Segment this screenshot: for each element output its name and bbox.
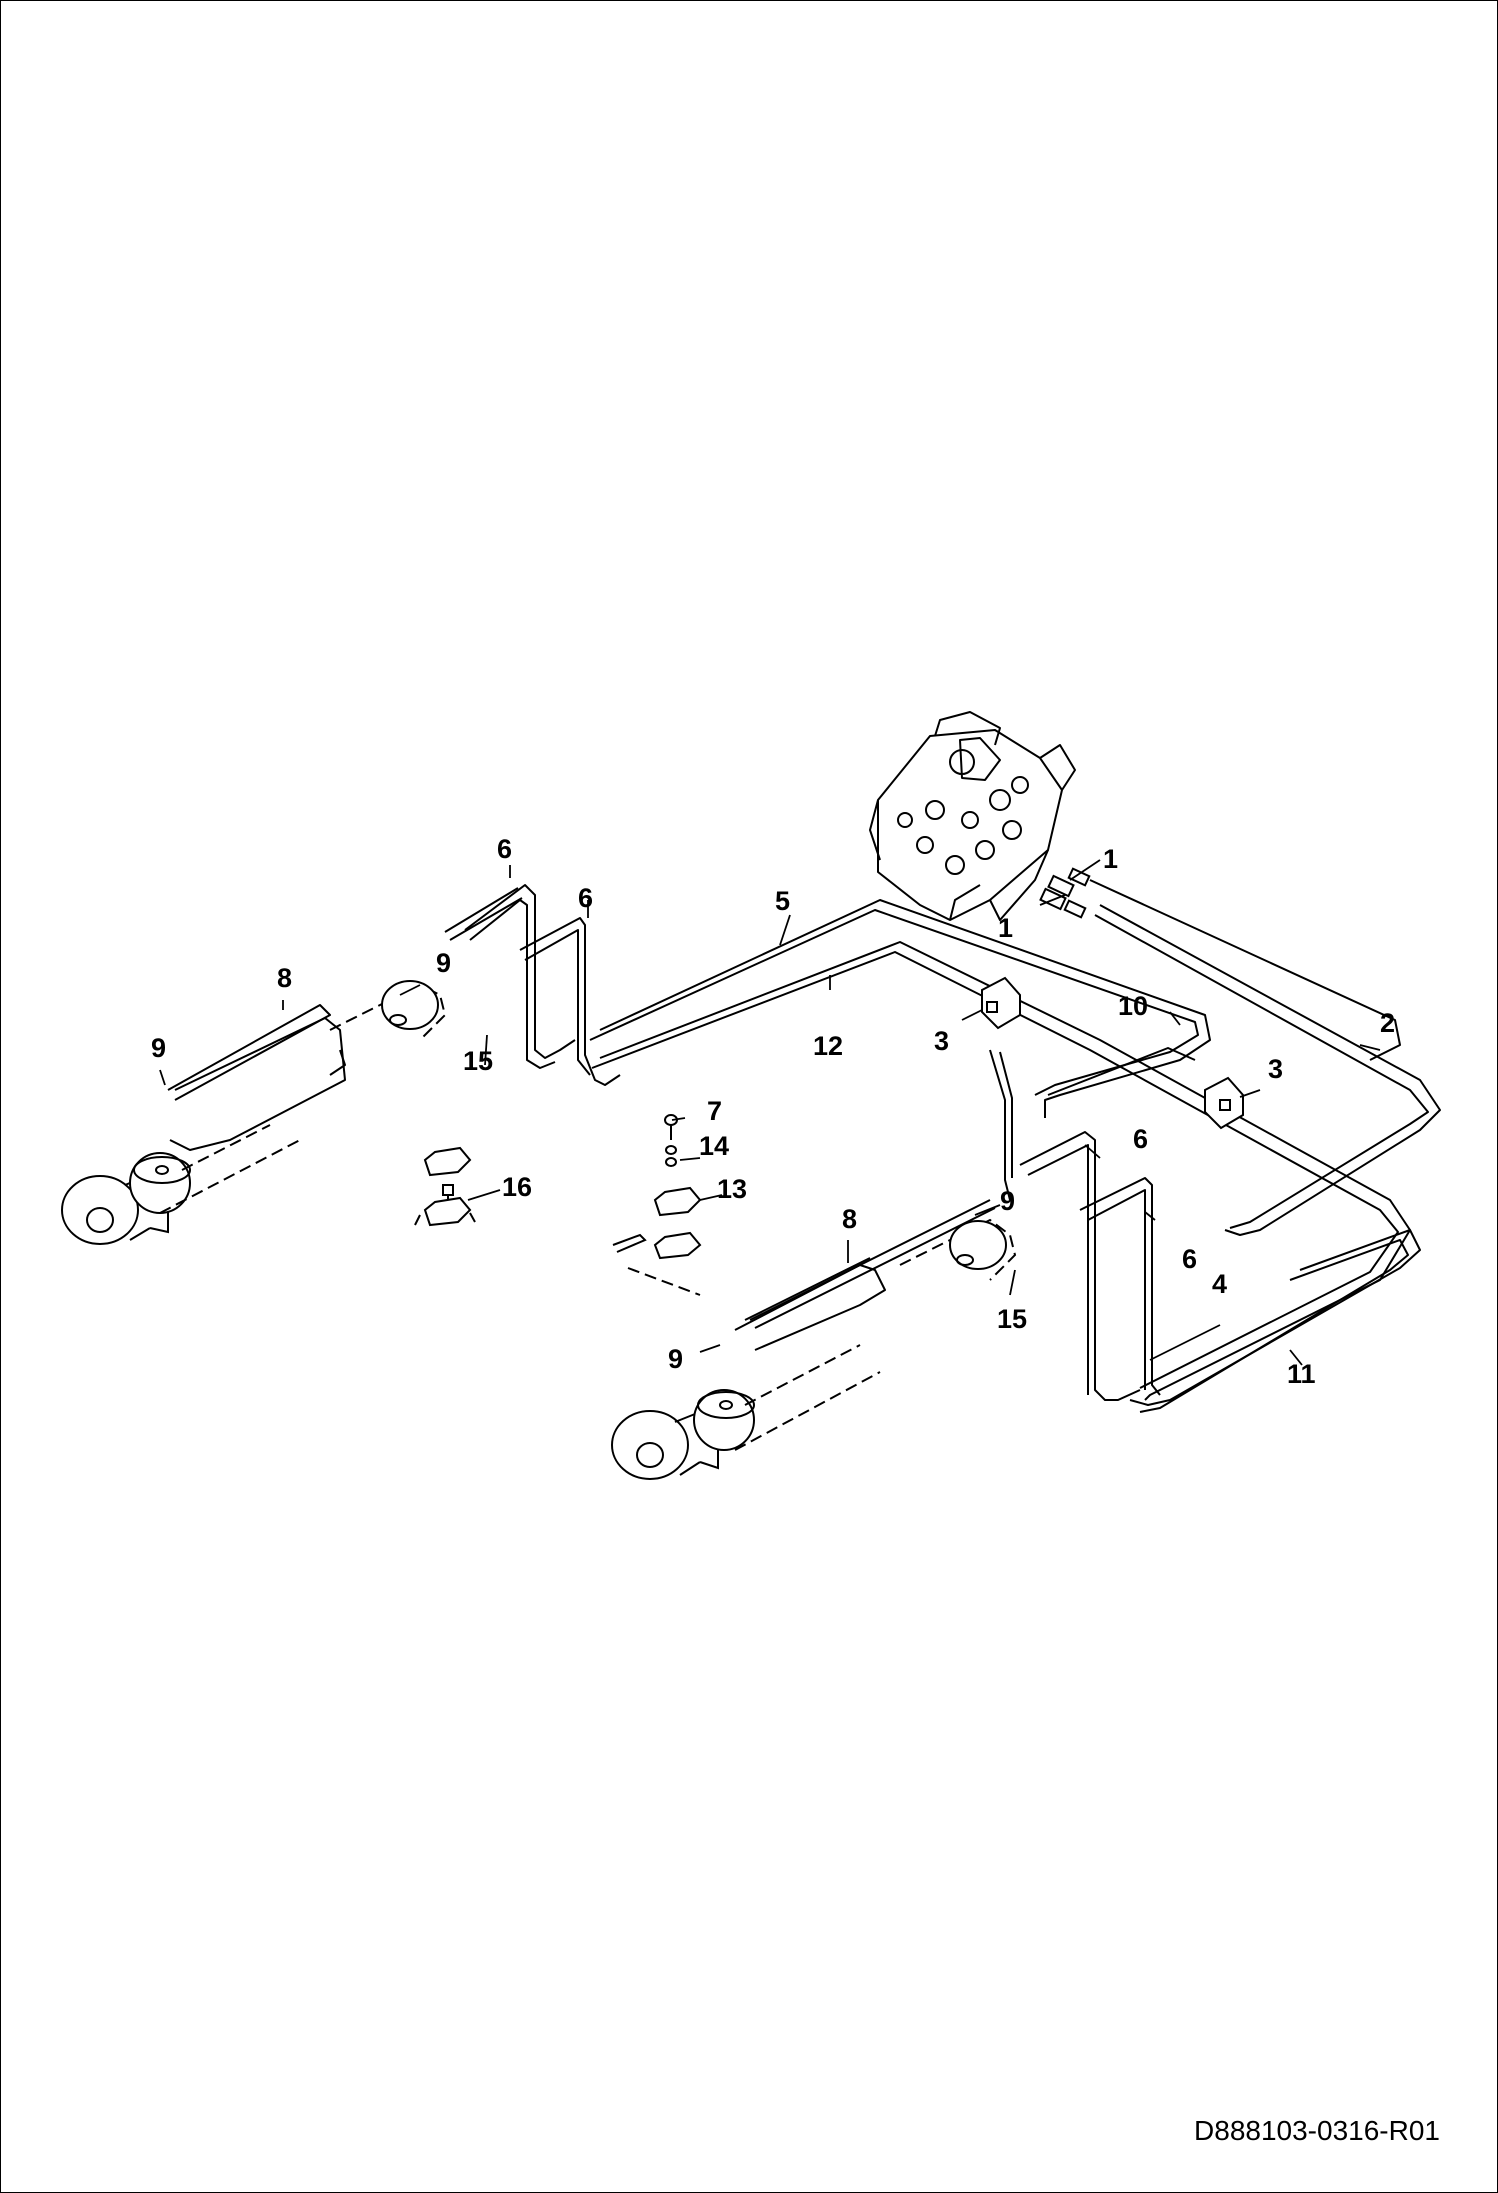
- tee-block-fittings: [981, 976, 1244, 1130]
- callout-1-lower: 1: [998, 913, 1013, 943]
- right-clamp-assembly: [612, 1114, 702, 1296]
- callout-6-right-a: 6: [1133, 1124, 1148, 1154]
- callout-11: 11: [1287, 1359, 1316, 1389]
- callout-15-left: 15: [463, 1046, 493, 1076]
- hydraulic-tubes: [167, 879, 1441, 1413]
- callout-5: 5: [775, 886, 790, 916]
- callout-9-left-lower: 9: [151, 1033, 166, 1063]
- callout-9-right-upper: 9: [1000, 1186, 1015, 1216]
- callout-3-right: 3: [1268, 1054, 1283, 1084]
- callout-10: 10: [1118, 991, 1148, 1021]
- callout-9-left-upper: 9: [436, 948, 451, 978]
- callout-leaders: [159, 859, 1381, 1366]
- callout-7: 7: [707, 1096, 722, 1126]
- callout-12: 12: [813, 1031, 843, 1061]
- callout-6-right-b: 6: [1182, 1244, 1197, 1274]
- valve-fittings: [1039, 867, 1091, 919]
- callout-9-right-lower: 9: [668, 1344, 683, 1374]
- left-clamp-assembly: [414, 1146, 476, 1227]
- callout-15-right: 15: [997, 1304, 1027, 1334]
- callout-labels: 1 1 2 3 3 4 5 6 6 6 6 7 8 8 9 9 9 9 10 1…: [151, 834, 1395, 1389]
- callout-6-left-a: 6: [497, 834, 512, 864]
- callout-13: 13: [717, 1174, 747, 1204]
- callout-8-right: 8: [842, 1204, 857, 1234]
- callout-1-upper: 1: [1103, 844, 1118, 874]
- callout-14: 14: [699, 1131, 729, 1161]
- callout-4: 4: [1212, 1269, 1227, 1299]
- control-valve: [869, 711, 1076, 921]
- left-cylinder: [61, 980, 447, 1245]
- callout-6-left-b: 6: [578, 883, 593, 913]
- callout-2: 2: [1380, 1008, 1395, 1038]
- drawing-number: D888103-0316-R01: [1194, 2115, 1440, 2146]
- callout-16: 16: [502, 1172, 532, 1202]
- callout-8-left: 8: [277, 963, 292, 993]
- callout-3-left: 3: [934, 1026, 949, 1056]
- right-cylinder: [611, 1218, 1017, 1480]
